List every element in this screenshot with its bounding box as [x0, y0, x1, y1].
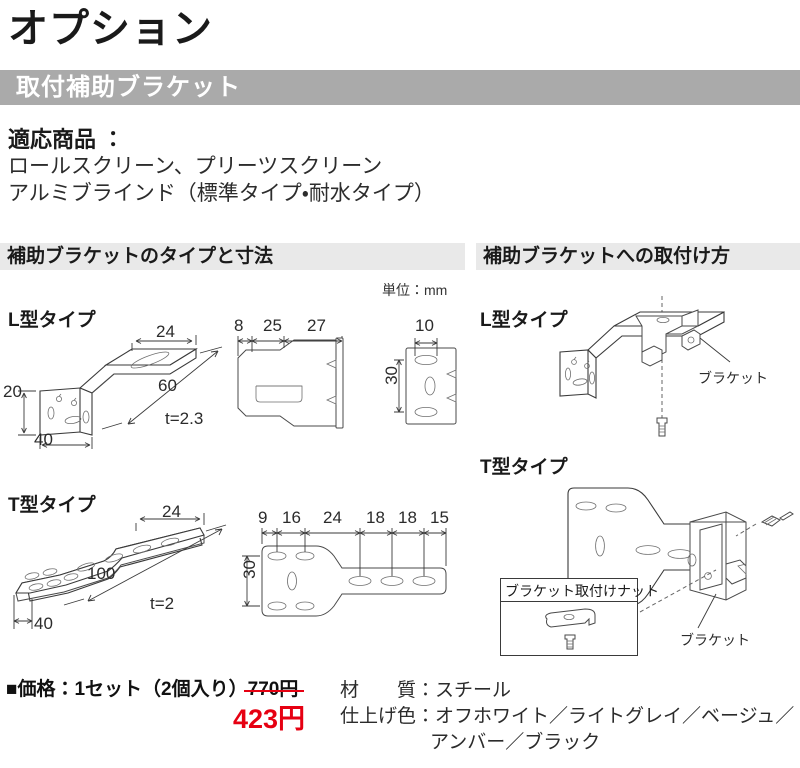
l-iso-dim-40: 40	[34, 430, 53, 449]
section-header-dimensions: 補助ブラケットのタイプと寸法	[0, 243, 465, 270]
finish-value-line-1: オフホワイト／ライトグレイ／ベージュ／	[435, 706, 795, 727]
page-title: オプション	[8, 7, 213, 51]
section-header-dimensions-label: 補助ブラケットのタイプと寸法	[7, 246, 274, 267]
l-front-dim-25: 25	[263, 316, 282, 335]
l-iso-dim-20: 20	[3, 382, 22, 401]
material-label: 材 質：	[340, 680, 436, 701]
t-type-bracket-callout: ブラケット	[680, 632, 750, 648]
l-type-side-view-drawing	[394, 338, 457, 425]
bracket-nut-label: ブラケット取付けナット	[505, 583, 659, 599]
left-t-type-label: T型タイプ	[8, 495, 96, 516]
t-type-installation-drawing	[567, 487, 794, 629]
applicable-products: 適応商品 ： ロールスクリーン、プリーツスクリーン アルミブラインド（標準タイプ…	[8, 126, 435, 207]
section-band: 取付補助ブラケット	[0, 70, 800, 105]
unit-note: 単位：mm	[382, 282, 448, 298]
l-side-dim-30: 30	[382, 366, 401, 385]
l-type-bracket-callout: ブラケット	[698, 370, 768, 386]
left-l-type-label: L型タイプ	[8, 310, 96, 331]
t-iso-dim-40: 40	[34, 614, 53, 633]
l-iso-dim-24: 24	[156, 322, 175, 341]
right-l-type-label: L型タイプ	[480, 310, 568, 331]
t-iso-dim-24: 24	[162, 502, 181, 521]
right-t-type-label: T型タイプ	[480, 457, 568, 478]
t-front-dim-15: 15	[430, 508, 449, 527]
applicable-products-line-2: アルミブラインド（標準タイプ・耐水タイプ）	[8, 182, 435, 205]
t-type-front-view-drawing	[242, 528, 447, 617]
section-header-installation-label: 補助ブラケットへの取付け方	[483, 246, 731, 267]
bracket-nut-inset: ブラケット取付けナット	[500, 578, 659, 656]
l-front-dim-27: 27	[307, 316, 326, 335]
footer: ■価格：1セット（2個入り）770円 423円 材 質：スチール 仕上げ色：オフ…	[0, 672, 800, 768]
t-front-dim-30: 30	[240, 560, 259, 579]
t-type-isometric-drawing	[13, 513, 227, 629]
price-prefix: ■価格：1セット（2個入り）	[6, 679, 248, 700]
t-front-dim-24: 24	[323, 508, 342, 527]
l-iso-dim-60: 60	[158, 376, 177, 395]
t-front-dim-9: 9	[258, 508, 268, 527]
t-iso-dim-100: 100	[87, 564, 116, 583]
t-iso-thickness: t=2	[150, 594, 175, 613]
finish-row-continued: アンバー／ブラック	[430, 732, 601, 753]
l-type-installation-drawing	[559, 296, 731, 437]
t-front-dim-16: 16	[282, 508, 301, 527]
finish-row: 仕上げ色：オフホワイト／ライトグレイ／ベージュ／	[340, 704, 794, 730]
l-side-dim-10: 10	[415, 316, 434, 335]
section-header-installation: 補助ブラケットへの取付け方	[476, 243, 800, 270]
l-front-dim-8: 8	[234, 316, 244, 335]
applicable-products-title: 適応商品 ：	[8, 127, 125, 152]
price-line: ■価格：1セット（2個入り）770円	[6, 678, 304, 702]
old-price: 770円	[243, 679, 304, 700]
section-band-label: 取付補助ブラケット	[16, 74, 241, 101]
t-front-dim-18a: 18	[366, 508, 385, 527]
applicable-products-line-1: ロールスクリーン、プリーツスクリーン	[8, 155, 383, 178]
l-type-isometric-drawing	[18, 335, 223, 449]
l-type-front-view-drawing	[237, 336, 344, 429]
new-price: 423円	[233, 704, 306, 734]
l-iso-thickness: t=2.3	[165, 409, 204, 428]
bracket-nut-drawing	[545, 608, 596, 650]
finish-label: 仕上げ色：	[340, 706, 436, 727]
material-value: スチール	[435, 680, 512, 701]
material-row: 材 質：スチール	[340, 678, 511, 704]
t-front-dim-18b: 18	[398, 508, 417, 527]
